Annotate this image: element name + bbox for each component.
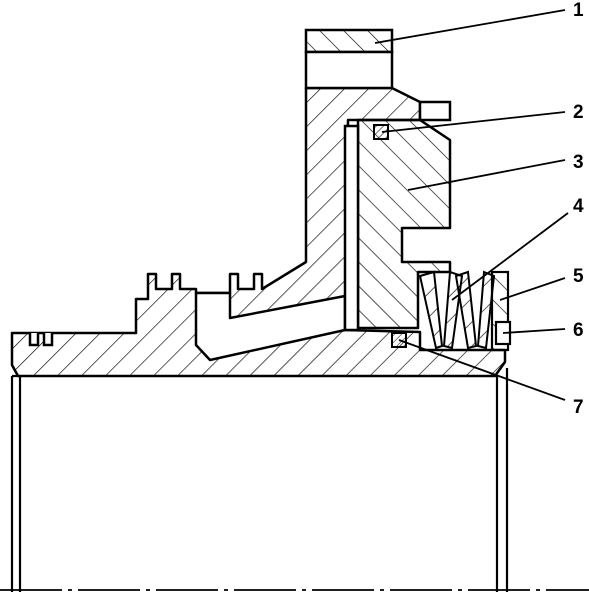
piston — [356, 118, 452, 330]
disc-spring-stack — [418, 270, 496, 350]
callout-number-2: 2 — [573, 102, 584, 123]
cylinder-cap — [418, 100, 452, 122]
callout-number-6: 6 — [573, 320, 584, 341]
leader-line-3 — [407, 159, 566, 191]
leader-line-1 — [374, 9, 566, 44]
top-ring-upper — [304, 28, 394, 54]
leader-line-5 — [499, 277, 566, 301]
disc-spring — [454, 270, 478, 350]
callout-number-1: 1 — [573, 0, 584, 21]
leader-line-6 — [502, 328, 566, 334]
cylinder-wall — [343, 124, 360, 332]
callout-number-5: 5 — [573, 266, 584, 287]
disc-spring — [418, 270, 444, 350]
callout-number-7: 7 — [573, 397, 584, 418]
leader-lines — [374, 9, 569, 401]
leader-line-4 — [451, 212, 569, 301]
leader-line-2 — [381, 111, 566, 133]
leader-line-7 — [398, 339, 566, 401]
callout-number-3: 3 — [573, 152, 584, 173]
flange-notches — [28, 333, 54, 347]
callout-number-4: 4 — [573, 196, 584, 217]
shaft-bore — [10, 368, 509, 592]
top-ring-gap — [304, 50, 394, 90]
